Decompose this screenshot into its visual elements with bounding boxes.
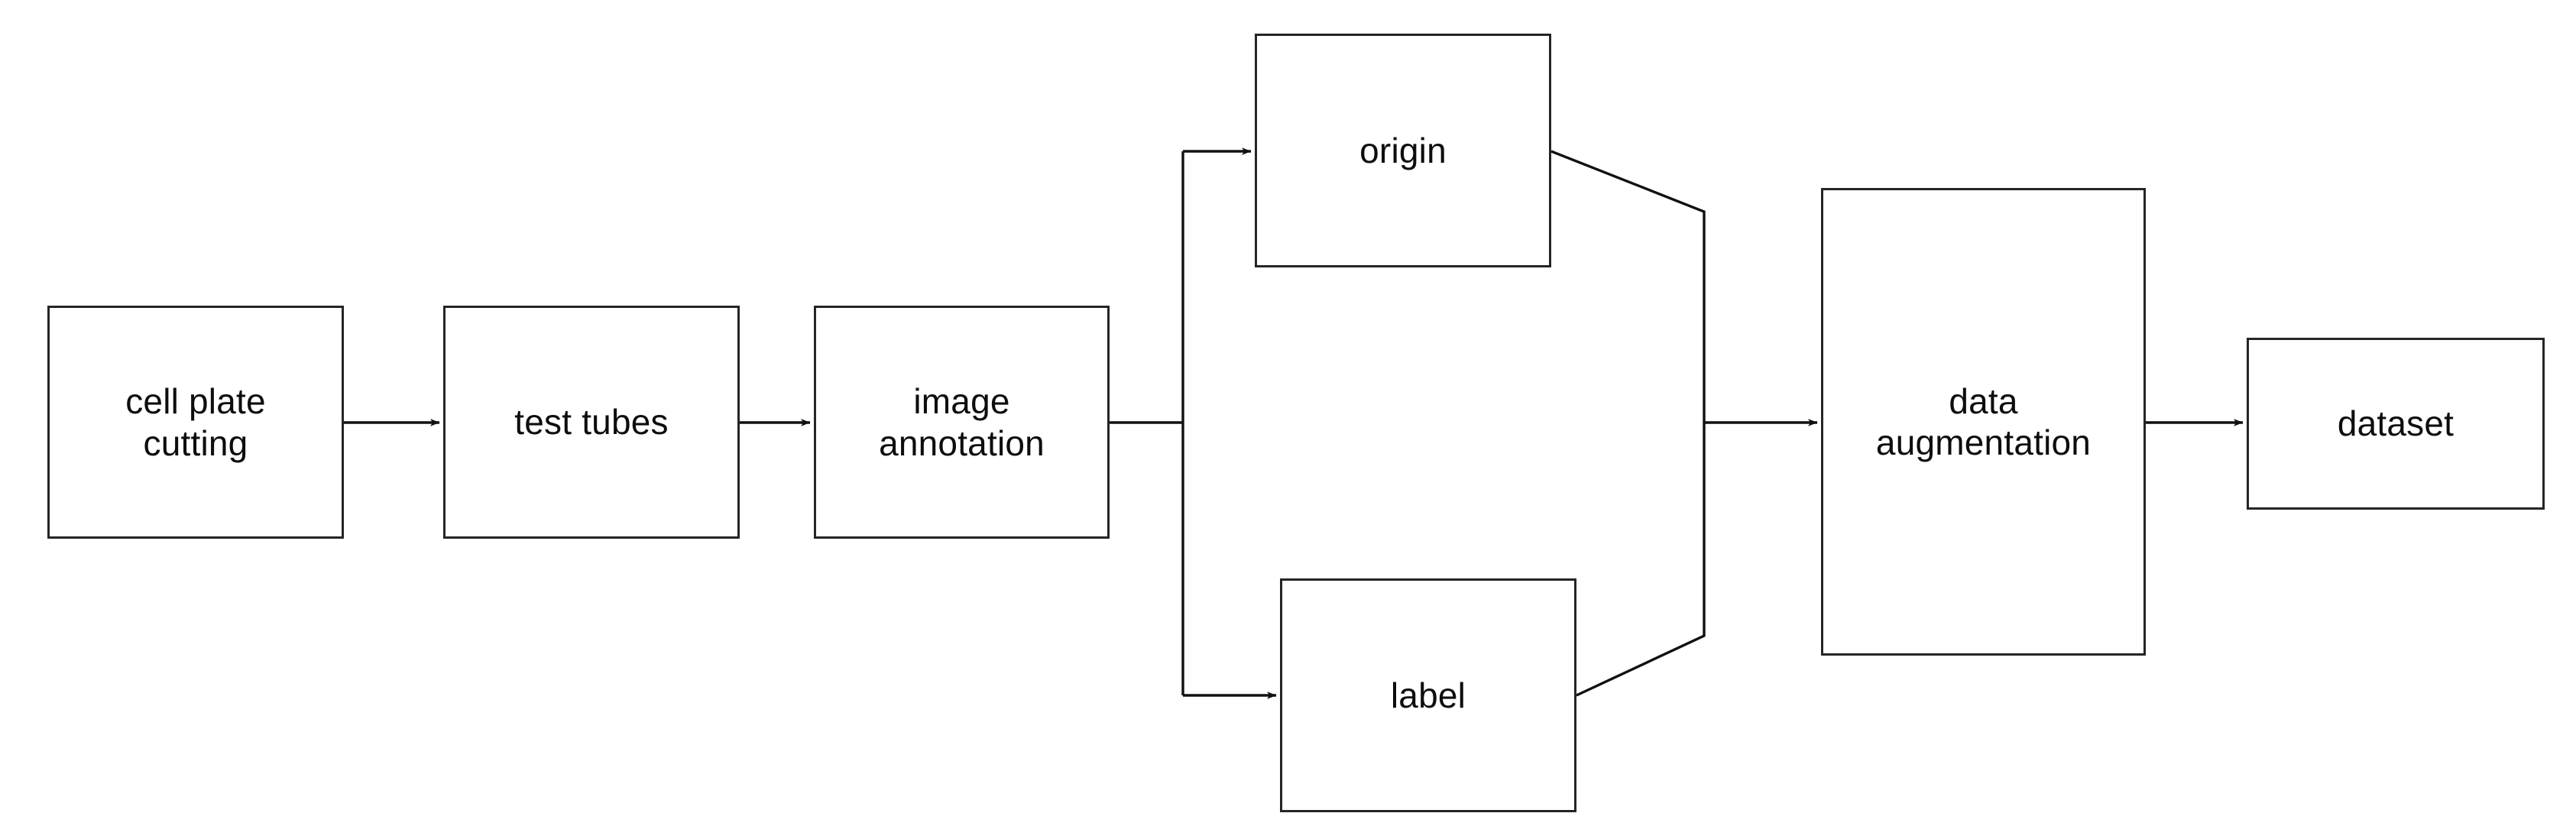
node-label-box[interactable]: label (1280, 578, 1576, 812)
node-origin[interactable]: origin (1255, 34, 1551, 267)
node-cell-plate-cutting[interactable]: cell plate cutting (47, 306, 344, 539)
node-label-cell-plate-cutting: cell plate cutting (125, 381, 266, 463)
node-image-annotation[interactable]: image annotation (814, 306, 1110, 539)
node-test-tubes[interactable]: test tubes (443, 306, 740, 539)
edge-origin-to-merge (1550, 150, 1706, 423)
node-data-augmentation[interactable]: data augmentation (1821, 188, 2146, 656)
node-label-image-annotation: image annotation (879, 381, 1045, 463)
node-label-test-tubes: test tubes (514, 402, 669, 442)
node-label-label: label (1390, 675, 1466, 715)
node-label-origin: origin (1359, 130, 1447, 170)
edge-label-to-merge (1576, 423, 1706, 697)
node-label-data-augmentation: data augmentation (1875, 381, 2092, 462)
node-label-dataset: dataset (2337, 403, 2454, 444)
node-dataset[interactable]: dataset (2247, 338, 2545, 510)
